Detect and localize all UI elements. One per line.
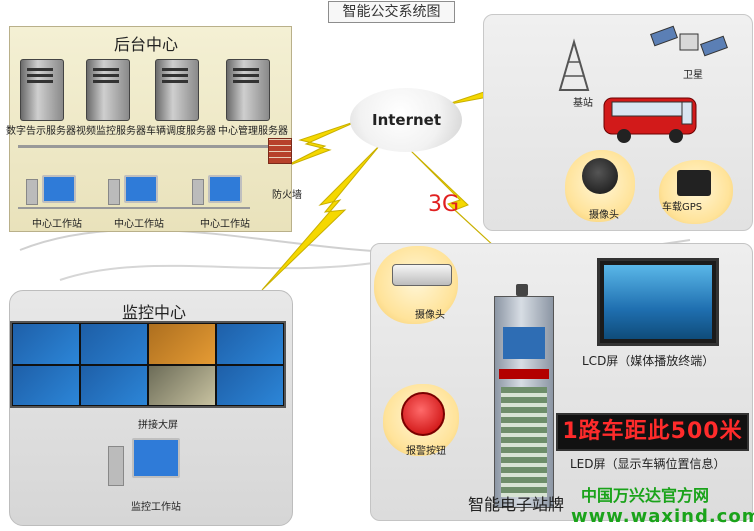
video-wall-cell: [12, 323, 80, 365]
video-wall-cell: [148, 364, 216, 406]
video-wall-cell: [148, 323, 216, 365]
video-wall-icon: [10, 321, 286, 408]
monitor-workstation-tower-icon: [108, 446, 124, 486]
e-station-kiosk-icon: [494, 296, 554, 508]
watermark-line1: 中国万兴达官方网: [581, 486, 710, 505]
monitor-title: 监控中心: [122, 303, 187, 322]
video-wall-cell: [80, 323, 148, 365]
station-label: 智能电子站牌: [468, 495, 565, 514]
satellite-icon: [650, 25, 728, 57]
diagram-title: 智能公交系统图: [328, 1, 455, 23]
server-label: 中心管理服务器: [218, 126, 288, 137]
backend-title: 后台中心: [114, 35, 179, 54]
workstation-monitor-icon: [42, 175, 76, 203]
vehicle-gps-label: 车载GPS: [662, 202, 703, 213]
internet-label: Internet: [372, 111, 442, 129]
video-wall-cell: [216, 364, 284, 406]
digital-signage-server-icon: [20, 59, 64, 121]
satellite-label: 卫星: [683, 70, 703, 81]
workstation-tower-icon: [26, 179, 38, 205]
bus-icon: [603, 97, 697, 143]
workstation-label: 中心工作站: [32, 219, 82, 230]
lcd-screen-icon: [597, 258, 719, 346]
workstation-link-line: [18, 207, 250, 209]
workstation-monitor-icon: [124, 175, 158, 203]
workstation-label: 中心工作站: [114, 219, 164, 230]
led-label: LED屏（显示车辆位置信息）: [570, 457, 726, 471]
station-camera-label: 摄像头: [415, 310, 445, 321]
central-management-server-icon: [226, 59, 270, 121]
dome-camera-icon: [582, 158, 618, 194]
alarm-button-label: 报警按钮: [406, 446, 446, 457]
server-label: 车辆调度服务器: [146, 126, 216, 137]
kiosk-screen: [503, 327, 545, 359]
network-3g-label: 3G: [428, 192, 460, 217]
monitor-workstation-monitor-icon: [132, 438, 180, 478]
firewall-icon: [268, 138, 292, 164]
video-wall-cell: [216, 323, 284, 365]
firewall-label: 防火墙: [272, 190, 302, 201]
base-station-label: 基站: [573, 98, 593, 109]
workstation-tower-icon: [108, 179, 120, 205]
video-wall-label: 拼接大屏: [138, 420, 178, 431]
vehicle-dispatch-server-icon: [155, 59, 199, 121]
alarm-button-icon: [401, 392, 445, 436]
backend-center-panel: 后台中心 数字告示服务器 视频监控服务器 车辆调度服务器 中心管理服务器 中心工…: [6, 26, 292, 232]
bullet-camera-icon: [392, 264, 452, 286]
watermark-line2: www.waxind.com: [571, 506, 754, 527]
video-wall-cell: [12, 364, 80, 406]
monitor-workstation-label: 监控工作站: [131, 502, 181, 513]
network-bus-line: [18, 145, 270, 148]
workstation-monitor-icon: [208, 175, 242, 203]
kiosk-route-panel: [501, 387, 547, 497]
server-label: 视频监控服务器: [76, 126, 146, 137]
gps-device-icon: [677, 170, 711, 196]
kiosk-led-strip: [499, 369, 549, 379]
lcd-screen-image: [604, 265, 712, 339]
lightning-to-backend: [281, 119, 361, 169]
led-sign-display: 1路车距此500米: [556, 413, 749, 451]
server-label: 数字告示服务器: [6, 126, 76, 137]
sketch-line: [59, 261, 381, 281]
vehicle-camera-label: 摄像头: [589, 210, 619, 221]
lcd-label: LCD屏（媒体播放终端）: [582, 354, 715, 368]
video-wall-cell: [80, 364, 148, 406]
workstation-tower-icon: [192, 179, 204, 205]
video-monitoring-server-icon: [86, 59, 130, 121]
internet-cloud-icon: [350, 88, 462, 152]
base-station-tower-icon: [558, 38, 590, 91]
kiosk-camera-mount-icon: [516, 284, 528, 296]
workstation-label: 中心工作站: [200, 219, 250, 230]
